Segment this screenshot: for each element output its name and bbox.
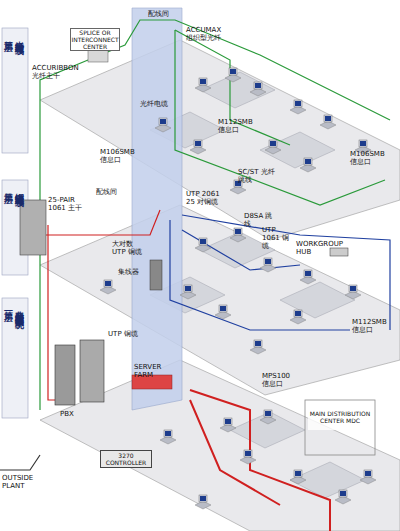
cables [0, 20, 390, 531]
node-text: 3270 CONTROLLER [101, 452, 151, 466]
node-text: MAIN DISTRIBUTION CENTER MDC [308, 410, 372, 424]
node-text: SPLICE OR INTERCONNECT CENTER [71, 29, 119, 50]
fiber-cable [175, 30, 290, 145]
computer [220, 418, 236, 432]
equipment-box: MAIN DISTRIBUTION CENTER MDC [308, 404, 372, 430]
callout-label: 25-PAIR 1061 主干 [48, 196, 86, 212]
computer [190, 140, 206, 154]
floor-band-label: 第二层 [4, 186, 14, 189]
callout-label: ACCUMAX [186, 26, 226, 34]
callout-label: WORKGROUP HUB [296, 240, 336, 256]
computer [225, 68, 241, 82]
computer [290, 310, 306, 324]
cubicle [290, 462, 365, 498]
computer [345, 285, 361, 299]
computer [290, 470, 306, 484]
utp-cable [182, 215, 390, 330]
callout-label: 配线间 [96, 188, 132, 196]
computer [195, 495, 211, 509]
computer [160, 430, 176, 444]
computer [215, 305, 231, 319]
computer [300, 158, 316, 172]
computer [360, 470, 376, 484]
computer [260, 410, 276, 424]
copper-backbone [45, 210, 160, 235]
fiber-cable [100, 20, 390, 120]
computer [155, 118, 171, 132]
utp-cable [190, 400, 280, 505]
computer [230, 228, 246, 242]
callout-label: 配线间 [148, 10, 188, 18]
floor-band-label: 第三层 [4, 34, 14, 37]
callout-label: M106SMB 信息口 [350, 150, 390, 166]
computers [100, 68, 376, 509]
cubicle [280, 282, 355, 318]
callout-label: M106SMB 信息口 [100, 148, 140, 164]
rack [20, 200, 46, 255]
callout-label: PBX [60, 410, 80, 418]
computer [240, 450, 256, 464]
callout-label: SERVER FARM [134, 363, 174, 379]
floor-band-label: 第一层 [4, 304, 14, 307]
computer [260, 258, 276, 272]
server-cabinet [80, 340, 104, 402]
callout-label: SC/ST 光纤跳线 [238, 168, 278, 184]
computer [195, 238, 211, 252]
callout-label: 集线器 [118, 268, 148, 276]
band-floor1 [2, 298, 28, 418]
callout-label: 组织型光纤 [186, 34, 231, 42]
computer [320, 115, 336, 129]
floor-band-label: 光纤区域布线 [15, 34, 25, 40]
floor-band-label: 典型结构化布线系统 [15, 304, 25, 313]
callout-label: 光纤电缆 [140, 100, 180, 108]
callout-label: 大对数 UTP 铜缆 [112, 240, 148, 256]
fiber-cable [175, 30, 385, 205]
computer [180, 285, 196, 299]
outside-plant-line [0, 455, 40, 470]
callout-label: M112SMB 信息口 [218, 118, 258, 134]
computer [100, 280, 116, 294]
callout-label: D8SA 跳线 [244, 212, 274, 228]
computer [250, 82, 266, 96]
hub [150, 260, 162, 290]
callout-label: UTP 2061 25 对铜缆 [186, 190, 230, 206]
pbx-cabinet [55, 345, 75, 405]
computer [335, 490, 351, 504]
computer [250, 340, 266, 354]
computer [265, 140, 281, 154]
workgroup-hub [330, 248, 348, 256]
floor-3 [40, 40, 400, 240]
equipment-box: SPLICE OR INTERCONNECT CENTER [70, 28, 120, 51]
mdc-frame [305, 400, 375, 455]
callout-label: MPS100 信息口 [262, 372, 296, 388]
computer [195, 78, 211, 92]
floor-band-label: 铜缆区域布线 [15, 186, 25, 192]
callout-label: OUTSIDE PLANT [2, 474, 36, 490]
computer [290, 100, 306, 114]
callout-label: ACCURIBBON 光纤主干 [32, 64, 80, 80]
utp-cable [170, 220, 350, 330]
callout-label: UTP 1061 铜缆 [262, 226, 294, 250]
callout-label: UTP 铜缆 [108, 330, 138, 338]
equipment-box: 3270 CONTROLLER [100, 450, 152, 468]
band-floor3 [2, 28, 28, 153]
computer [300, 270, 316, 284]
callout-label: M112SMB 信息口 [352, 318, 392, 334]
